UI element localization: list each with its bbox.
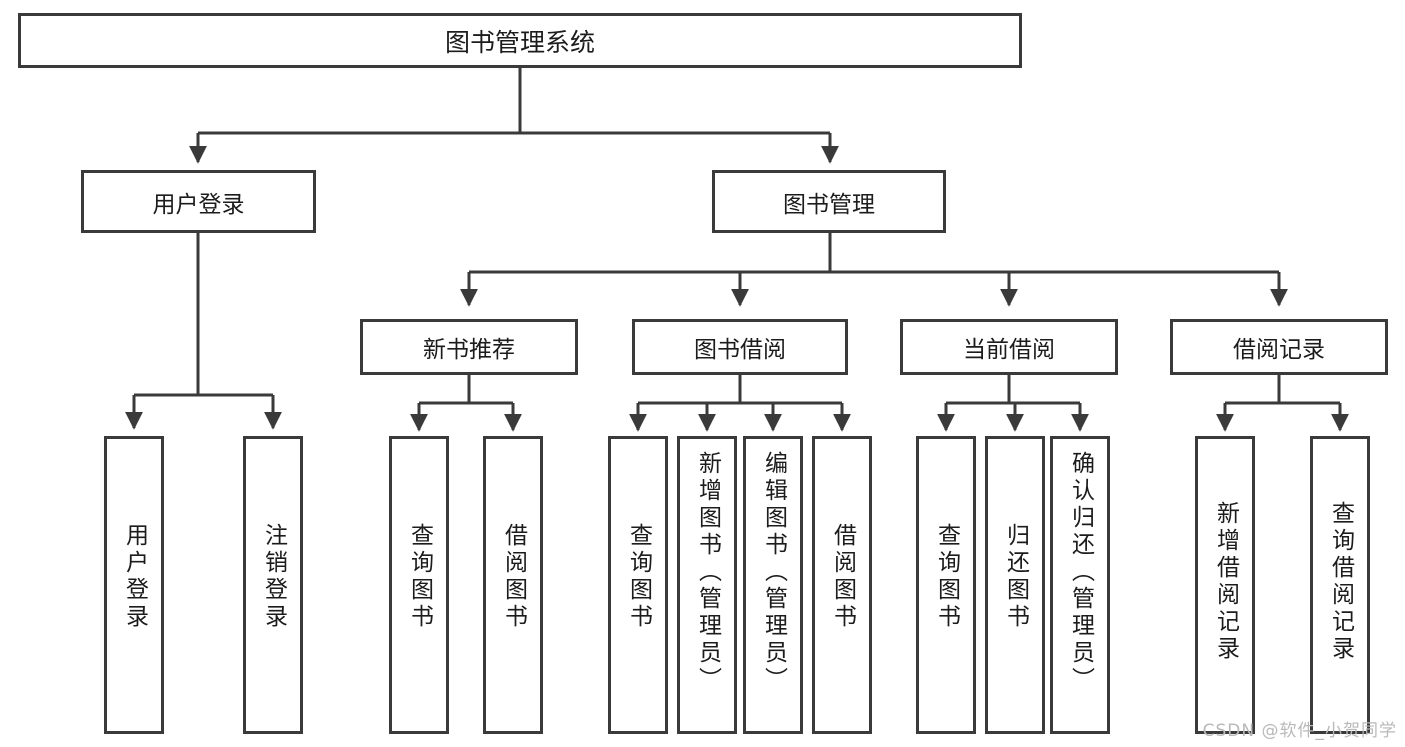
leaf-new-book-borrow[interactable]: 借阅图书 bbox=[483, 436, 543, 734]
leaf-book-borrow-borrow[interactable]: 借阅图书 bbox=[812, 436, 872, 734]
watermark-text: CSDN @软件_小贺同学 bbox=[1202, 721, 1397, 741]
node-label: 用户登录 bbox=[121, 523, 148, 631]
node-label: 查询图书 bbox=[625, 523, 652, 631]
node-label: 借阅图书 bbox=[500, 523, 527, 631]
leaf-book-borrow-edit-admin[interactable]: 编辑图书（管理员） bbox=[743, 436, 803, 734]
leaf-current-borrow-return[interactable]: 归还图书 bbox=[985, 436, 1045, 734]
node-user-login[interactable]: 用户登录 bbox=[81, 170, 316, 233]
node-label: 新增图书（管理员） bbox=[694, 451, 721, 694]
leaf-current-borrow-confirm-admin[interactable]: 确认归还（管理员） bbox=[1050, 436, 1110, 734]
node-label: 注销登录 bbox=[260, 523, 287, 631]
node-label: 确认归还（管理员） bbox=[1067, 451, 1094, 694]
leaf-current-borrow-query[interactable]: 查询图书 bbox=[916, 436, 976, 734]
node-label: 归还图书 bbox=[1002, 523, 1029, 631]
leaf-user-login-login[interactable]: 用户登录 bbox=[104, 436, 164, 734]
node-book-management[interactable]: 图书管理 bbox=[712, 170, 946, 233]
node-label: 用户登录 bbox=[152, 191, 245, 218]
leaf-new-book-query[interactable]: 查询图书 bbox=[389, 436, 449, 734]
node-label: 当前借阅 bbox=[963, 337, 1055, 363]
node-label: 借阅记录 bbox=[1233, 337, 1325, 363]
node-book-borrow[interactable]: 图书借阅 bbox=[632, 319, 848, 375]
node-label: 查询借阅记录 bbox=[1327, 501, 1354, 663]
node-borrow-record[interactable]: 借阅记录 bbox=[1170, 319, 1388, 375]
node-current-borrow[interactable]: 当前借阅 bbox=[900, 319, 1118, 375]
node-root-book-management-system[interactable]: 图书管理系统 bbox=[18, 13, 1022, 68]
leaf-book-borrow-add-admin[interactable]: 新增图书（管理员） bbox=[677, 436, 737, 734]
leaf-user-login-logout[interactable]: 注销登录 bbox=[243, 436, 303, 734]
node-label: 查询图书 bbox=[933, 523, 960, 631]
node-label: 借阅图书 bbox=[829, 523, 856, 631]
node-label: 图书管理系统 bbox=[444, 27, 595, 57]
node-label: 查询图书 bbox=[406, 523, 433, 631]
node-label: 图书借阅 bbox=[694, 337, 786, 363]
node-label: 新增借阅记录 bbox=[1212, 501, 1239, 663]
node-label: 新书推荐 bbox=[423, 337, 515, 363]
leaf-borrow-record-add[interactable]: 新增借阅记录 bbox=[1195, 436, 1255, 734]
leaf-borrow-record-query[interactable]: 查询借阅记录 bbox=[1310, 436, 1370, 734]
node-new-book-recommend[interactable]: 新书推荐 bbox=[360, 319, 578, 375]
node-label: 编辑图书（管理员） bbox=[760, 451, 787, 694]
node-label: 图书管理 bbox=[783, 191, 875, 218]
leaf-book-borrow-query[interactable]: 查询图书 bbox=[608, 436, 668, 734]
